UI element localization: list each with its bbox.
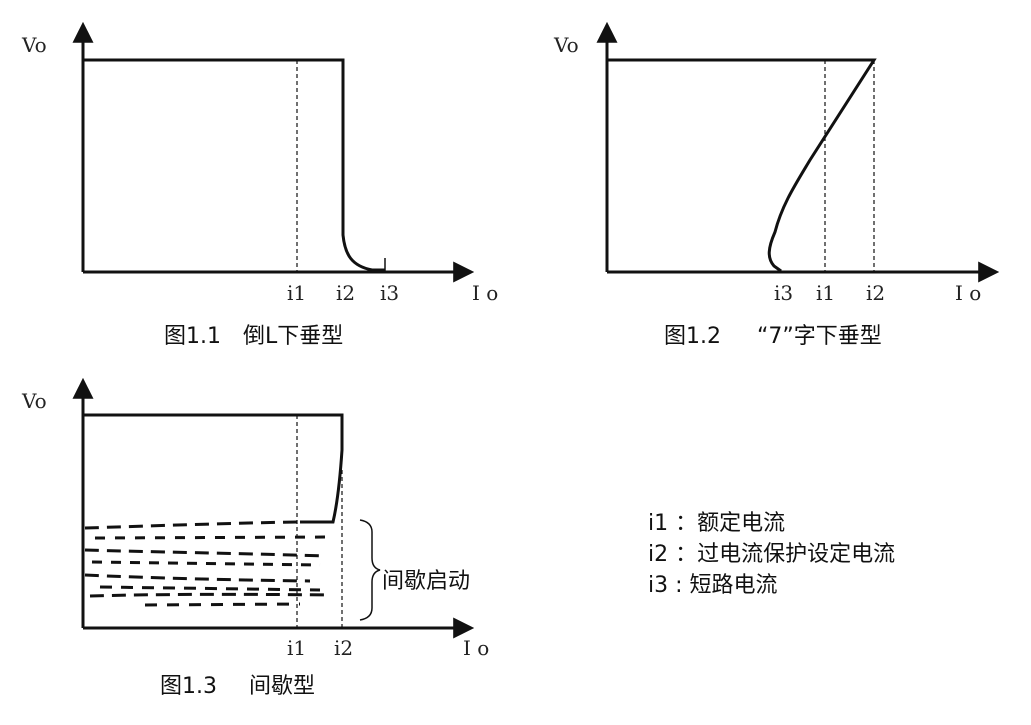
x-tick-i2: i2 [336, 281, 355, 305]
figure-1-3-caption: 图1.3 间歇型 [160, 668, 315, 700]
legend-text: 短路电流 [689, 573, 778, 598]
intermittent-brace [359, 519, 381, 621]
caption-number: 图1.1 [164, 324, 221, 349]
intermittent-start-label: 间歇启动 [382, 569, 471, 594]
figure-1-1-caption: 图1.1 倒L下垂型 [164, 318, 343, 350]
caption-number: 图1.2 [664, 324, 721, 349]
legend-item: i2 ：过电流保护设定电流 [648, 542, 896, 567]
y-axis-label: Vo [21, 33, 47, 57]
legend-item: i3 : 短路电流 [648, 573, 778, 598]
figure-1-1: Vo I o i1 i2 i3 [21, 21, 498, 305]
output-curve [607, 58, 877, 273]
x-tick-i2: i2 [866, 281, 885, 305]
legend-text: 额定电流 [697, 511, 786, 536]
x-axis-label: I o [472, 281, 498, 305]
x-tick-i3: i3 [380, 281, 399, 305]
legend: i1 ：额定电流 i2 ：过电流保护设定电流 i3 : 短路电流 [648, 508, 895, 601]
legend-key: i3 [648, 573, 669, 598]
caption-title: 倒L下垂型 [243, 324, 344, 349]
legend-key: i2 [648, 542, 669, 567]
legend-text: 过电流保护设定电流 [697, 542, 896, 567]
legend-key: i1 [648, 511, 669, 536]
y-axis-label: Vo [21, 389, 47, 413]
caption-number: 图1.3 [160, 674, 217, 699]
caption-title: “7”字下垂型 [757, 324, 882, 349]
x-tick-i2: i2 [334, 636, 353, 660]
intermittent-restart-dashes [84, 520, 331, 607]
x-axis-label: I o [463, 636, 489, 660]
x-axis-label: I o [955, 281, 981, 305]
y-axis-label: Vo [553, 33, 579, 57]
x-tick-i1: i1 [287, 636, 306, 660]
output-curve [83, 413, 344, 524]
x-tick-i1: i1 [816, 281, 835, 305]
figure-1-2-caption: 图1.2 “7”字下垂型 [664, 318, 882, 350]
legend-item: i1 ：额定电流 [648, 511, 786, 536]
x-tick-i1: i1 [287, 281, 306, 305]
figure-1-2: Vo I o i3 i1 i2 [553, 21, 1000, 305]
output-curve [83, 58, 385, 272]
caption-title: 间歇型 [249, 674, 316, 699]
x-tick-i3: i3 [774, 281, 793, 305]
figure-1-3: Vo I o i1 i2 [21, 377, 489, 660]
